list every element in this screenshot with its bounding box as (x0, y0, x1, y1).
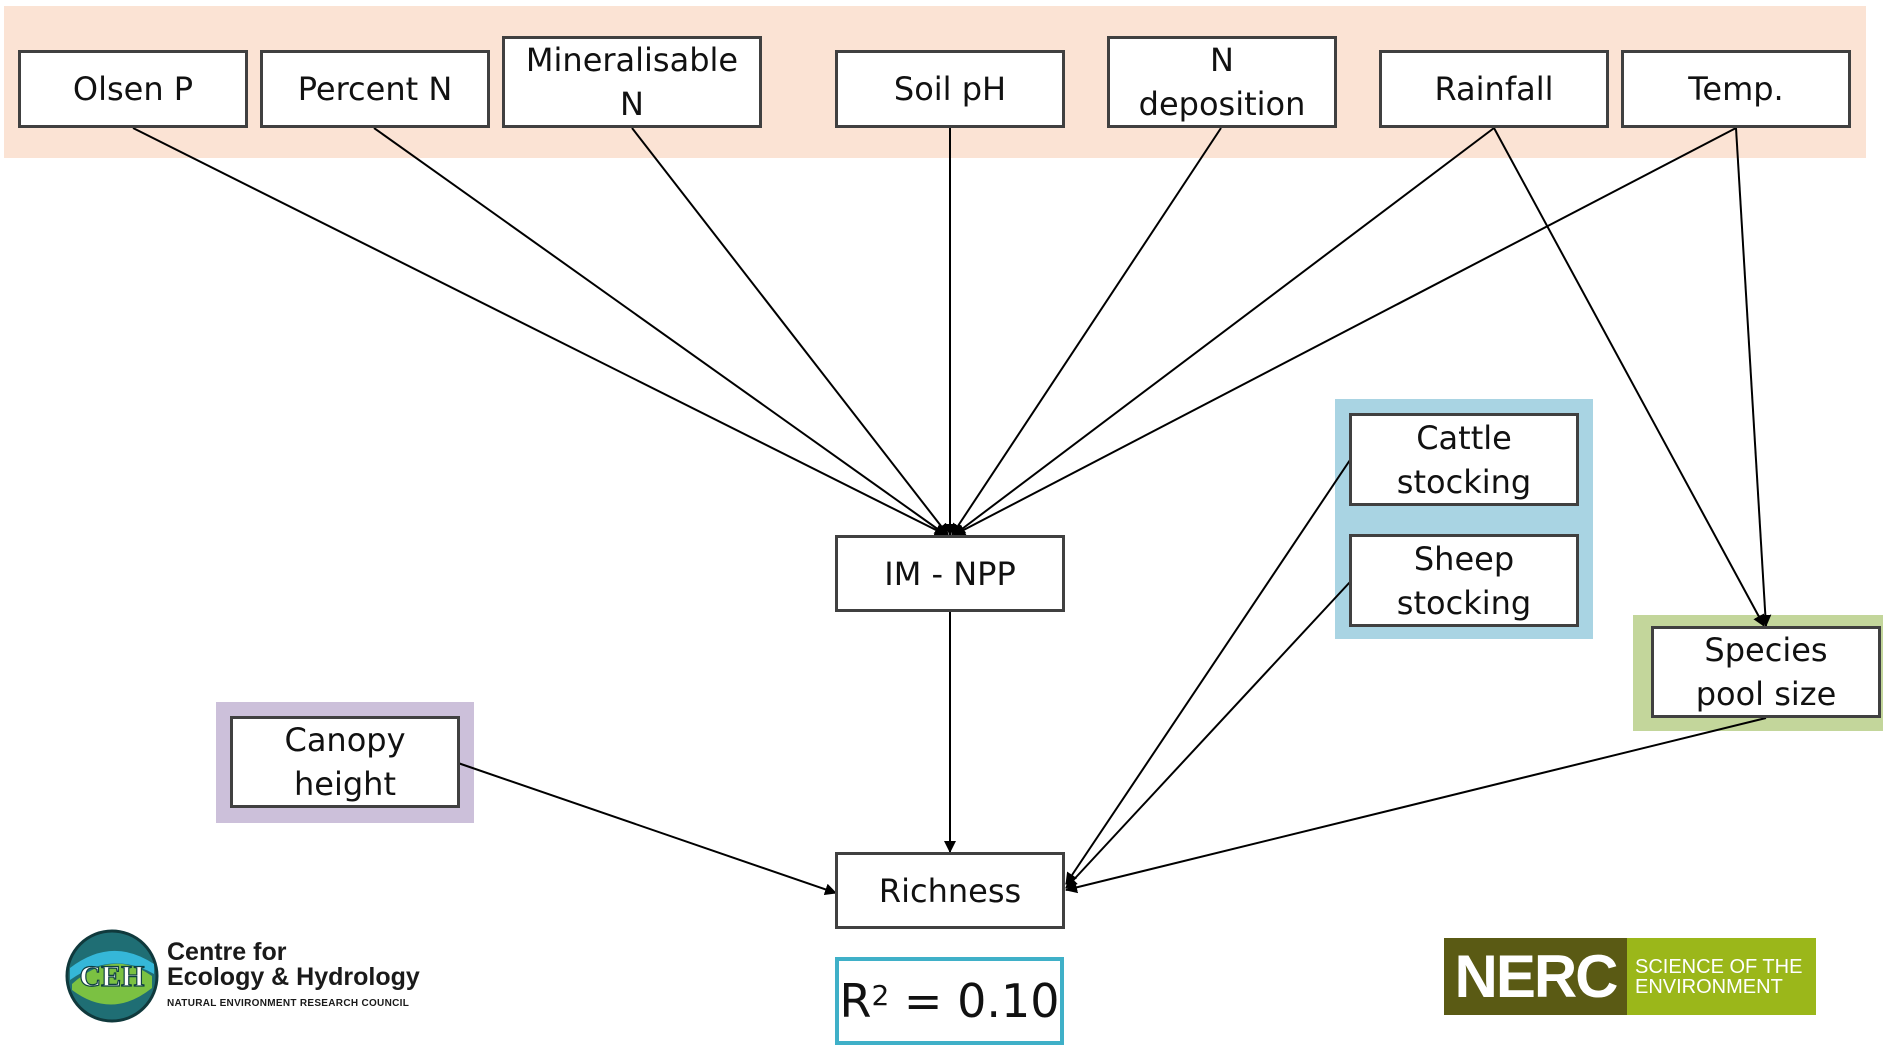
r-squared-prefix: R (839, 974, 872, 1028)
node-n-deposition-label-2: deposition (1138, 85, 1306, 123)
node-canopy-height-label-1: Canopy (284, 721, 406, 759)
node-im-npp: IM - NPP (835, 535, 1065, 612)
node-mineralisable-n: Mineralisable N (502, 36, 762, 128)
nerc-tagline-1: SCIENCE OF THE (1635, 955, 1803, 978)
node-n-deposition-label-1: N (1210, 41, 1234, 79)
node-temp: Temp. (1621, 50, 1851, 128)
ceh-logo-text: Centre for Ecology & Hydrology NATURAL E… (167, 938, 420, 1010)
arrow-canopy-height-to-richness (457, 762, 837, 896)
node-species-pool-size-label-2: pool size (1695, 675, 1837, 713)
node-cattle-stocking-label-2: stocking (1396, 462, 1532, 501)
ceh-line-1: Centre for (167, 938, 287, 966)
node-olsen-p: Olsen P (18, 50, 248, 128)
ceh-logo-letters: CEH (79, 960, 144, 993)
nerc-tagline-2: ENVIRONMENT (1635, 975, 1783, 998)
node-cattle-stocking-label-1: Cattle (1416, 418, 1512, 457)
node-rainfall: Rainfall (1379, 50, 1609, 128)
arrow-n-deposition-to-im-npp (951, 127, 1222, 536)
node-olsen-p-label: Olsen P (72, 70, 194, 108)
arrow-percent-n-to-im-npp (373, 127, 947, 536)
ceh-logo-mark: CEH (65, 929, 159, 1023)
nerc-logo-mark: NERC (1444, 938, 1627, 1015)
node-richness-label: Richness (878, 871, 1022, 910)
node-sheep-stocking-label-2: stocking (1396, 583, 1532, 622)
node-percent-n: Percent N (260, 50, 490, 128)
node-temp-label: Temp. (1688, 70, 1784, 108)
arrow-species-pool-to-richness (1065, 717, 1767, 894)
node-cattle-stocking: Cattle stocking (1349, 413, 1579, 506)
r-squared-superscript: 2 (871, 978, 890, 1012)
node-soil-ph-label: Soil pH (893, 70, 1007, 108)
arrow-sheep-to-richness (1065, 581, 1351, 889)
node-soil-ph: Soil pH (835, 50, 1065, 128)
ceh-line-2: Ecology & Hydrology (167, 963, 420, 991)
node-rainfall-label: Rainfall (1434, 70, 1554, 108)
node-species-pool-size: Species pool size (1651, 626, 1881, 718)
node-im-npp-label: IM - NPP (884, 554, 1016, 593)
r-squared-value: = 0.10 (889, 974, 1060, 1028)
node-n-deposition: N deposition (1107, 36, 1337, 128)
node-sheep-stocking: Sheep stocking (1349, 534, 1579, 627)
node-canopy-height-label-2: height (294, 765, 396, 803)
arrow-temp-to-species-pool (1735, 127, 1772, 627)
arrow-temp-to-im-npp (953, 127, 1737, 536)
node-sheep-stocking-label-1: Sheep (1413, 539, 1515, 578)
ceh-line-3: NATURAL ENVIRONMENT RESEARCH COUNCIL (167, 998, 410, 1009)
node-mineralisable-n-label-2: N (620, 85, 644, 123)
nerc-logo: NERC SCIENCE OF THE ENVIRONMENT (1444, 938, 1816, 1015)
arrow-olsen-p-to-im-npp (132, 127, 947, 536)
node-canopy-height: Canopy height (230, 716, 460, 808)
arrow-rainfall-to-im-npp (953, 127, 1495, 536)
arrow-mineralisable-n-to-im-npp (631, 127, 949, 536)
node-richness: Richness (835, 852, 1065, 929)
node-species-pool-size-label-1: Species (1704, 631, 1828, 669)
arrow-cattle-to-richness (1065, 459, 1351, 885)
ceh-logo: CEH Centre for Ecology & Hydrology NATUR… (64, 928, 464, 1024)
node-mineralisable-n-label-1: Mineralisable (525, 41, 739, 79)
nerc-logo-tagline: SCIENCE OF THE ENVIRONMENT (1627, 938, 1816, 1015)
arrow-rainfall-to-species-pool (1493, 127, 1765, 627)
node-percent-n-label: Percent N (297, 70, 453, 108)
